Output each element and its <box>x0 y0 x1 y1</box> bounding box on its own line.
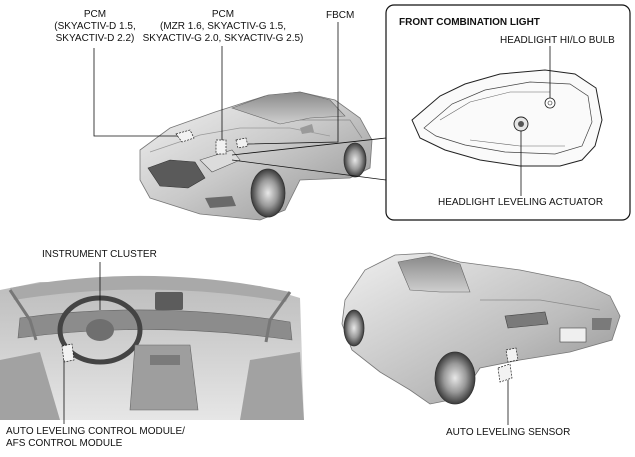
front-combination-light-inset <box>385 4 631 221</box>
label-instrument-cluster: INSTRUMENT CLUSTER <box>42 249 157 260</box>
label-pcm-gasoline: PCM (MZR 1.6, SKYACTIV-G 1.5, SKYACTIV-G… <box>142 9 304 44</box>
rear-car-illustration <box>341 252 621 405</box>
interior-illustration <box>0 275 304 420</box>
label-headlight-leveling-actuator: HEADLIGHT LEVELING ACTUATOR <box>438 197 604 208</box>
label-pcm-diesel: PCM (SKYACTIV-D 1.5, SKYACTIV-D 2.2) <box>54 9 136 44</box>
label-headlight-bulb: HEADLIGHT HI/LO BULB <box>500 35 615 46</box>
label-auto-leveling-module: AUTO LEVELING CONTROL MODULE/ AFS CONTRO… <box>6 426 185 449</box>
interior-leader-lines <box>63 262 101 424</box>
label-fbcm: FBCM <box>326 10 355 21</box>
label-front-combination-light: FRONT COMBINATION LIGHT <box>399 17 540 28</box>
front-car-leader-lines <box>93 22 387 181</box>
front-car-illustration <box>139 91 373 221</box>
label-auto-leveling-sensor: AUTO LEVELING SENSOR <box>446 427 571 438</box>
